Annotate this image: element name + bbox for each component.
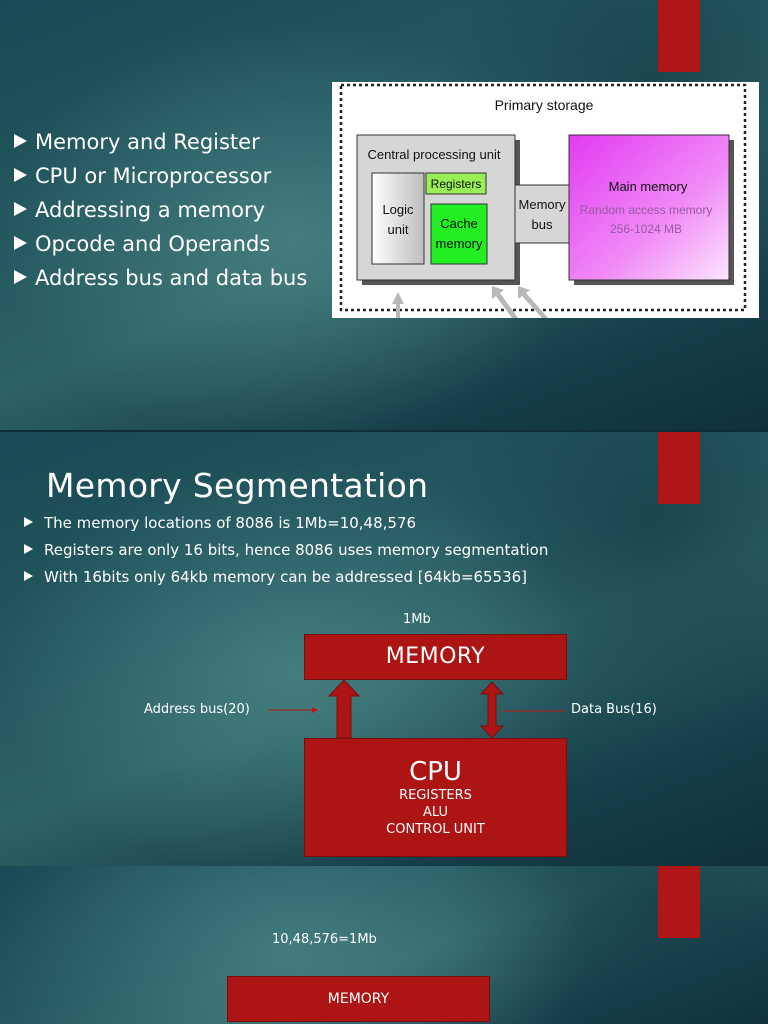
data-bus-label: Data Bus(16) [571, 702, 657, 717]
primary-storage-frame [339, 83, 747, 312]
logic-unit-box [371, 172, 425, 265]
bullet-triangle-icon [24, 570, 33, 581]
slide-3-red-tab [658, 866, 700, 938]
diagonal-arrow-icon [492, 286, 518, 318]
cpu-registers-label: REGISTERS [399, 788, 472, 803]
memory-box: MEMORY [304, 634, 567, 680]
bullet-text: Memory and Register [35, 130, 260, 154]
diagonal-arrow-icon [518, 286, 548, 318]
bullet-triangle-icon [14, 168, 27, 182]
registers-box [425, 172, 487, 195]
bullet-item: Memory and Register [14, 125, 307, 159]
bullet-item: Address bus and data bus [14, 261, 307, 295]
up-arrow-icon [392, 292, 404, 318]
slide-1: Memory and Register CPU or Microprocesso… [0, 0, 768, 430]
cpu-control-unit-label: CONTROL UNIT [386, 822, 485, 837]
bullet-item: The memory locations of 8086 is 1Mb=10,4… [24, 510, 548, 537]
cpu-box: CPU REGISTERS ALU CONTROL UNIT [304, 738, 567, 857]
cpu-title: CPU [409, 757, 462, 787]
memory-bus-box [514, 184, 570, 244]
bullet-text: With 16bits only 64kb memory can be addr… [44, 568, 528, 586]
cpu-alu-label: ALU [422, 805, 448, 820]
address-bus-arrow-icon [327, 679, 361, 739]
logic-unit-label-1: Logic [382, 202, 414, 217]
bullet-triangle-icon [24, 543, 33, 554]
bullet-triangle-icon [14, 202, 27, 216]
diagram-arrows [392, 286, 548, 318]
primary-storage-diagram: Primary storage Central processing unit … [332, 82, 759, 318]
cache-label-1: Cache [440, 216, 478, 231]
memory-bus-label-2: bus [532, 217, 553, 232]
bullet-item: With 16bits only 64kb memory can be addr… [24, 564, 548, 591]
slide-2-bullet-list: The memory locations of 8086 is 1Mb=10,4… [24, 510, 548, 591]
cache-label-2: memory [436, 236, 483, 251]
bullet-text: Address bus and data bus [35, 266, 308, 290]
cache-memory-box [430, 203, 488, 265]
address-bus-leader-arrow-icon [312, 707, 318, 713]
slide-1-red-tab [658, 0, 700, 72]
slide-3: 10,48,576=1Mb MEMORY [0, 866, 768, 1024]
logic-unit-label-2: unit [388, 222, 409, 237]
memory-size-label: 1Mb [403, 612, 431, 627]
bullet-triangle-icon [14, 134, 27, 148]
bullet-text: The memory locations of 8086 is 1Mb=10,4… [44, 514, 417, 532]
bullet-triangle-icon [14, 270, 27, 284]
registers-label: Registers [431, 177, 482, 191]
slide-2-title: Memory Segmentation [46, 466, 429, 505]
memory-size-label: 256-1024 MB [610, 222, 682, 236]
bullet-item: Registers are only 16 bits, hence 8086 u… [24, 537, 548, 564]
memory-size-label: 10,48,576=1Mb [272, 932, 377, 947]
data-bus-arrow-icon [479, 681, 505, 739]
bullet-text: CPU or Microprocessor [35, 164, 272, 188]
memory-box: MEMORY [227, 976, 490, 1022]
bullet-item: Addressing a memory [14, 193, 307, 227]
ram-label: Random access memory [580, 203, 713, 217]
primary-storage-svg: Primary storage Central processing unit … [339, 83, 747, 318]
main-memory-box [568, 134, 730, 281]
bullet-item: Opcode and Operands [14, 227, 307, 261]
bullet-text: Addressing a memory [35, 198, 266, 222]
bullet-text: Registers are only 16 bits, hence 8086 u… [44, 541, 549, 559]
bullet-triangle-icon [14, 236, 27, 250]
bullet-triangle-icon [24, 516, 33, 527]
address-bus-label: Address bus(20) [144, 702, 250, 717]
main-memory-label: Main memory [609, 179, 688, 194]
memory-bus-label-1: Memory [519, 197, 566, 212]
cpu-unit-label: Central processing unit [368, 147, 501, 162]
slide-1-bullet-list: Memory and Register CPU or Microprocesso… [14, 125, 307, 295]
bullet-item: CPU or Microprocessor [14, 159, 307, 193]
bullet-text: Opcode and Operands [35, 232, 271, 256]
slide-2-red-tab [658, 432, 700, 504]
diagram-title: Primary storage [495, 97, 594, 113]
slide-2: Memory Segmentation The memory locations… [0, 432, 768, 866]
